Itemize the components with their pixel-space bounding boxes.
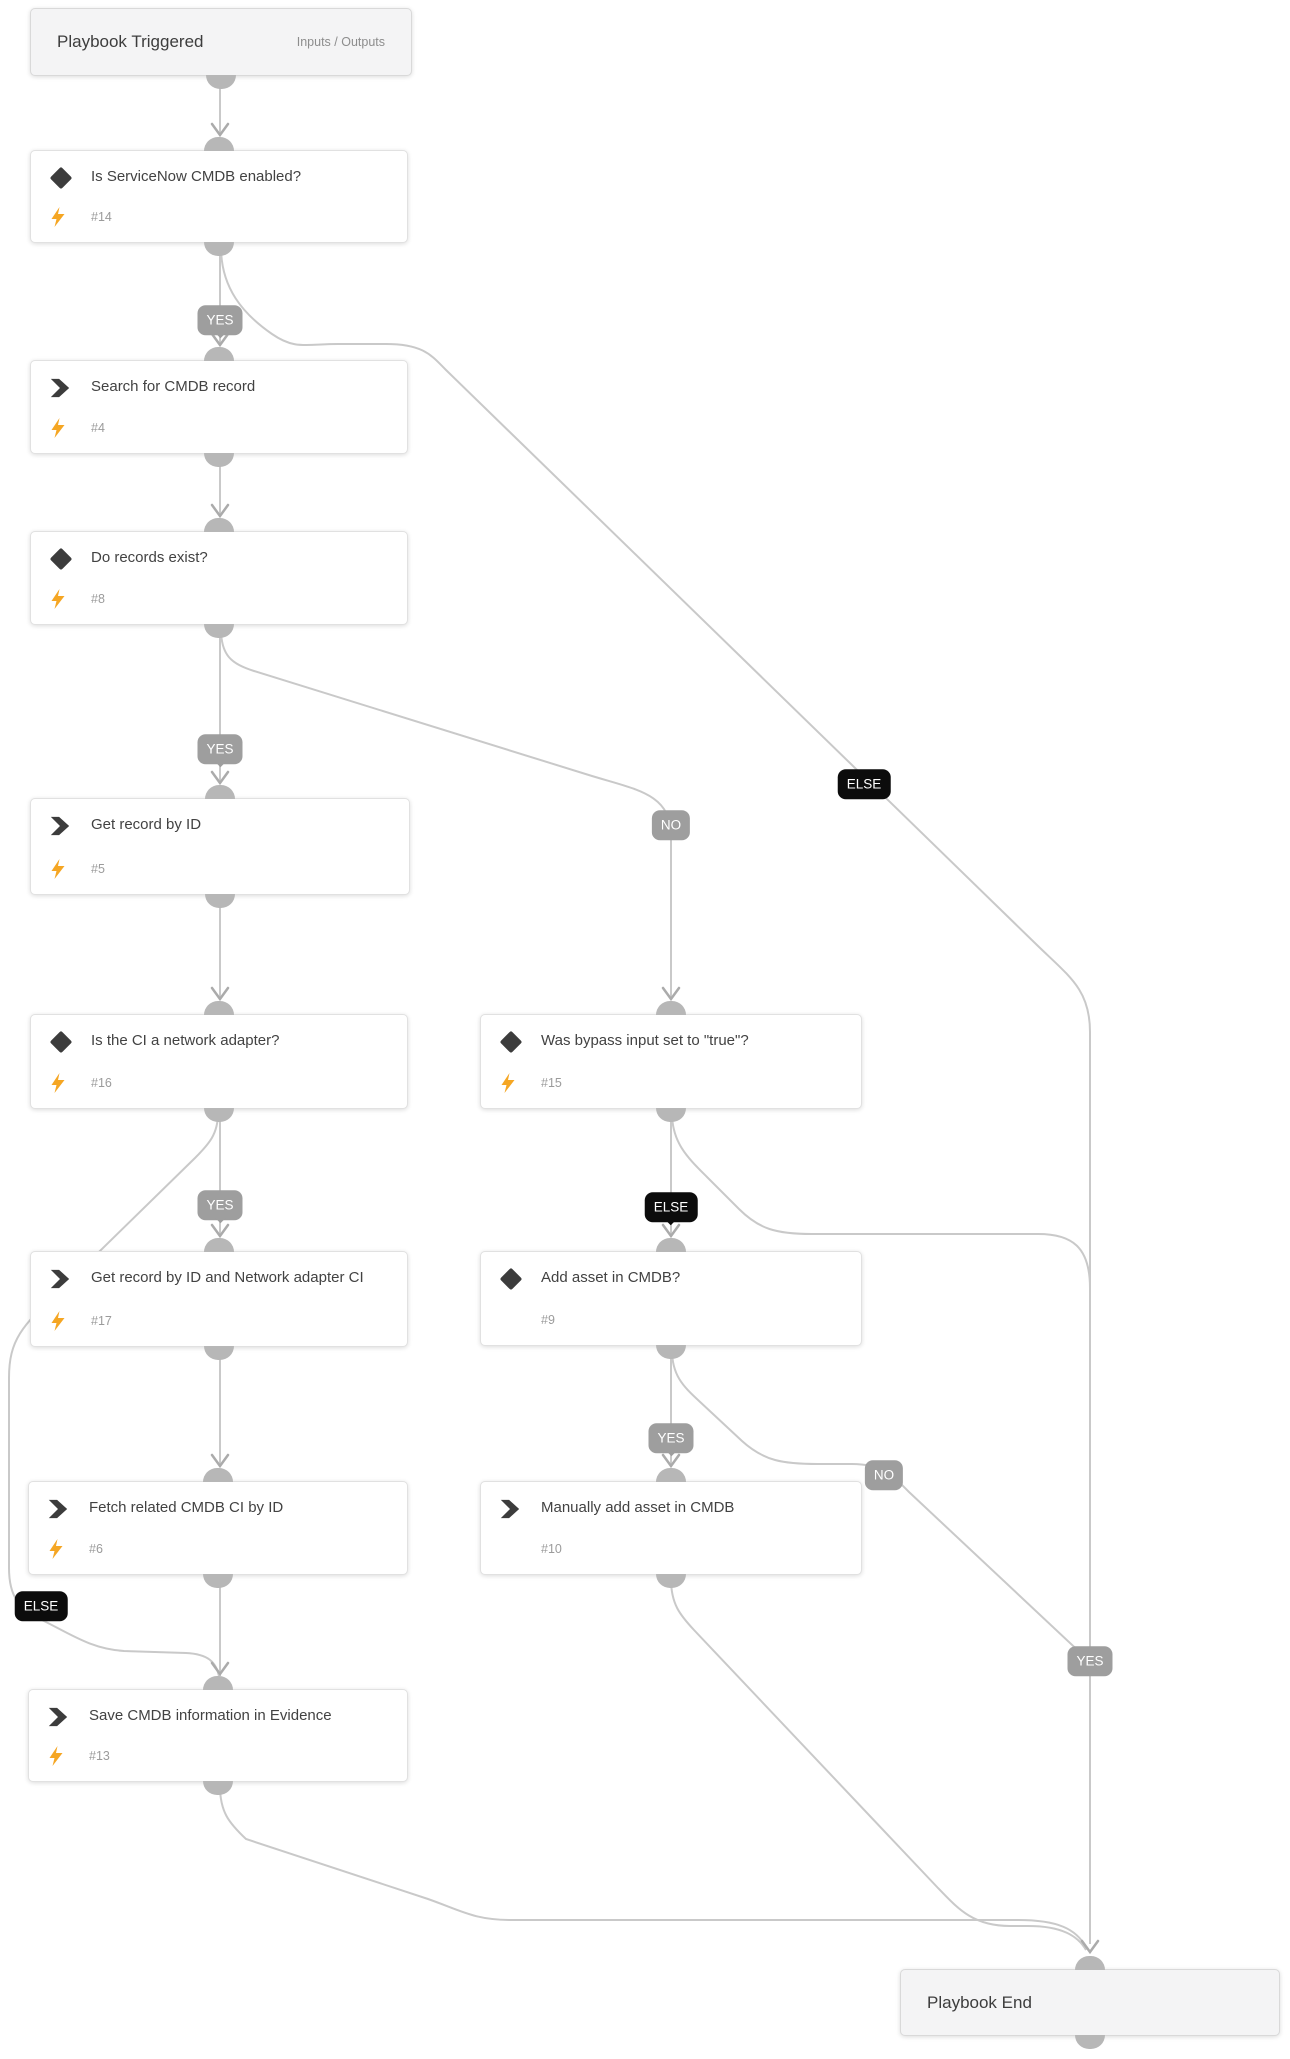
condition-node-add-asset-in-cmdb[interactable]: Add asset in CMDB? #9	[480, 1238, 862, 1359]
node-title: Do records exist?	[91, 549, 208, 566]
node-number: #15	[541, 1076, 562, 1090]
task-node-get-record-by-id[interactable]: Get record by ID #5	[30, 785, 410, 908]
node-title: Get record by ID	[91, 816, 202, 833]
edge-label-else: ELSE	[837, 769, 891, 799]
node-number: #4	[91, 421, 105, 435]
edge-label-no: NO	[864, 1460, 904, 1490]
top-connector	[204, 1001, 234, 1015]
task-chevron-icon	[49, 1268, 71, 1290]
bolt-icon	[51, 207, 65, 232]
condition-node-was-bypass-input-true[interactable]: Was bypass input set to "true"? #15	[480, 1001, 862, 1122]
inputs-outputs-link[interactable]: Inputs / Outputs	[296, 35, 385, 49]
node-playbook-triggered[interactable]: Playbook Triggered Inputs / Outputs	[30, 8, 412, 89]
bottom-connector	[1075, 2035, 1105, 2049]
start-node-title: Playbook Triggered	[57, 32, 204, 51]
condition-node-do-records-exist[interactable]: Do records exist? #8	[30, 518, 408, 638]
bolt-icon	[51, 1311, 65, 1336]
top-connector	[204, 518, 234, 532]
bottom-connector	[656, 1574, 686, 1588]
top-connector	[203, 1676, 233, 1690]
task-chevron-icon	[47, 1498, 69, 1520]
top-connector	[204, 1238, 234, 1252]
node-number: #9	[541, 1313, 555, 1327]
task-chevron-icon	[49, 377, 71, 399]
top-connector	[204, 137, 234, 151]
top-connector	[656, 1468, 686, 1482]
edge-label-yes: YES	[197, 1190, 243, 1220]
bottom-connector	[204, 1108, 234, 1122]
node-title: Fetch related CMDB CI by ID	[89, 1499, 284, 1516]
node-title: Add asset in CMDB?	[541, 1269, 681, 1286]
top-connector	[656, 1238, 686, 1252]
condition-diamond-icon	[49, 1030, 73, 1054]
top-connector	[1075, 1956, 1105, 1970]
bolt-icon	[51, 418, 65, 443]
task-node-save-cmdb-information-in-evidence[interactable]: Save CMDB information in Evidence #13	[28, 1676, 408, 1795]
edge-label-yes: YES	[648, 1423, 694, 1453]
task-chevron-icon	[49, 815, 71, 837]
condition-node-is-servicenow-cmdb-enabled[interactable]: Is ServiceNow CMDB enabled? #14	[30, 137, 408, 256]
end-node-title: Playbook End	[927, 1992, 1032, 2012]
node-title: Save CMDB information in Evidence	[89, 1707, 332, 1724]
top-connector	[656, 1001, 686, 1015]
node-playbook-end[interactable]: Playbook End	[900, 1956, 1280, 2049]
task-node-get-record-by-id-and-network-adapter-ci[interactable]: Get record by ID and Network adapter CI …	[30, 1238, 408, 1360]
node-number: #16	[91, 1076, 112, 1090]
task-node-fetch-related-cmdb-ci-by-id[interactable]: Fetch related CMDB CI by ID #6	[28, 1468, 408, 1588]
task-chevron-icon	[499, 1498, 521, 1520]
node-number: #13	[89, 1749, 110, 1763]
bottom-connector	[203, 1781, 233, 1795]
condition-node-is-ci-network-adapter[interactable]: Is the CI a network adapter? #16	[30, 1001, 408, 1122]
bottom-connector	[656, 1108, 686, 1122]
bolt-icon	[51, 589, 65, 614]
bolt-icon	[51, 859, 65, 884]
node-number: #5	[91, 862, 105, 876]
edge-label-else: ELSE	[644, 1192, 698, 1222]
top-connector	[205, 785, 235, 799]
node-title: Manually add asset in CMDB	[541, 1499, 735, 1516]
bottom-connector	[206, 75, 236, 89]
edge-label-yes: YES	[197, 734, 243, 764]
edge-16-else-to-13	[8, 1112, 220, 1677]
top-connector	[204, 347, 234, 361]
edge-10-to-end	[670, 1578, 1087, 1951]
node-number: #6	[89, 1542, 103, 1556]
condition-diamond-icon	[49, 547, 73, 571]
edge-14-else-to-end	[220, 246, 1091, 1944]
bottom-connector	[204, 242, 234, 256]
bottom-connector	[203, 1574, 233, 1588]
node-title: Search for CMDB record	[91, 378, 256, 395]
edge-label-else: ELSE	[14, 1591, 68, 1621]
bottom-connector	[204, 1346, 234, 1360]
bolt-icon	[51, 1073, 65, 1098]
edge-15-yes-to-end	[671, 1112, 1091, 1944]
node-title: Was bypass input set to "true"?	[541, 1032, 749, 1049]
edge-label-yes: YES	[197, 305, 243, 335]
node-number: #8	[91, 592, 105, 606]
node-title: Get record by ID and Network adapter CI	[91, 1269, 364, 1286]
bolt-icon	[49, 1746, 63, 1771]
node-title: Is the CI a network adapter?	[91, 1032, 280, 1049]
task-node-manually-add-asset-in-cmdb[interactable]: Manually add asset in CMDB #10	[480, 1468, 862, 1588]
bottom-connector	[204, 624, 234, 638]
condition-diamond-icon	[49, 166, 73, 190]
task-chevron-icon	[47, 1706, 69, 1728]
task-node-search-for-cmdb-record[interactable]: Search for CMDB record #4	[30, 347, 408, 467]
bolt-icon	[501, 1073, 515, 1098]
node-title: Is ServiceNow CMDB enabled?	[91, 168, 302, 185]
node-number: #14	[91, 210, 112, 224]
bottom-connector	[204, 453, 234, 467]
bottom-connector	[205, 894, 235, 908]
bolt-icon	[49, 1539, 63, 1564]
edge-label-yes: YES	[1067, 1646, 1113, 1676]
condition-diamond-icon	[499, 1267, 523, 1291]
edge-label-no: NO	[651, 810, 691, 840]
edge-13-to-end	[219, 1785, 1087, 1948]
node-number: #17	[91, 1314, 112, 1328]
node-number: #10	[541, 1542, 562, 1556]
top-connector	[203, 1468, 233, 1482]
bottom-connector	[656, 1345, 686, 1359]
condition-diamond-icon	[499, 1030, 523, 1054]
